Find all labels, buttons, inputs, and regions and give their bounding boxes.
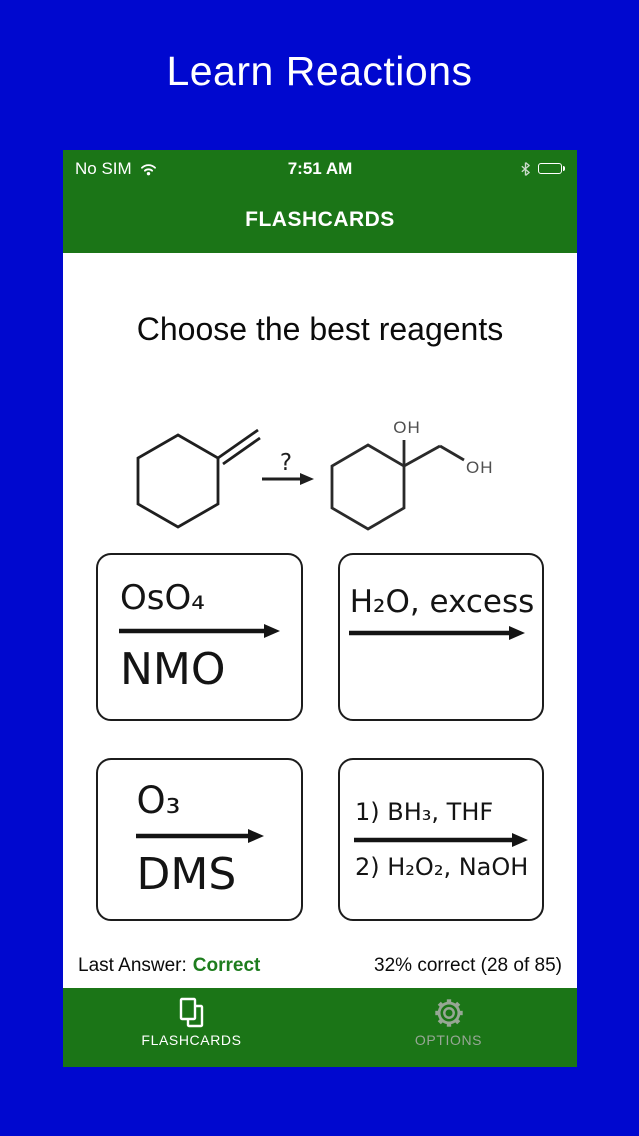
question-mark: ?: [280, 450, 292, 476]
reagent-line-2: [348, 647, 350, 689]
reactant-structure: [136, 428, 261, 529]
reaction-arrow-icon: [348, 626, 525, 641]
wifi-icon: [140, 163, 156, 175]
app-title: Learn Reactions: [166, 48, 473, 94]
content-area: Choose the best reagents ? OH: [63, 253, 577, 988]
answer-grid: OsO₄ NMO H₂O, excess: [96, 553, 544, 921]
tab-flashcards[interactable]: FLASHCARDS: [63, 988, 320, 1067]
hydroxyl-label-right: OH: [466, 458, 494, 477]
phone-screenshot: No SIM 7:51 AM FLASHCARDS Choose the bes…: [63, 150, 577, 1067]
gear-icon: [434, 999, 463, 1027]
product-structure: [330, 440, 465, 531]
answer-button-o3-dms[interactable]: O₃ DMS: [96, 758, 303, 921]
reaction-arrow-icon: [135, 828, 264, 843]
reaction-arrow-icon: [119, 624, 280, 639]
tab-label: FLASHCARDS: [141, 1032, 242, 1048]
tab-bar: FLASHCARDS OPTIONS: [63, 988, 577, 1067]
hydroxyl-label-top: OH: [393, 418, 421, 437]
reagent-line-2: DMS: [136, 848, 237, 900]
reagent-line-1: H₂O, excess: [349, 583, 535, 620]
reagent-line-1: O₃: [136, 779, 181, 823]
battery-icon: [538, 163, 565, 174]
last-answer-value: Correct: [192, 955, 261, 976]
carrier-label: No SIM: [75, 158, 132, 178]
reagent-line-1: OsO₄: [120, 578, 205, 619]
score-text: 32% correct (28 of 85): [374, 955, 562, 976]
last-answer: Last Answer:Correct: [78, 955, 260, 977]
reagent-line-1: 1) BH₃, THF: [355, 797, 494, 826]
tab-label: OPTIONS: [414, 1032, 483, 1048]
nav-bar: FLASHCARDS: [63, 187, 577, 253]
flashcards-icon: [179, 997, 203, 1028]
score-row: Last Answer:Correct 32% correct (28 of 8…: [63, 955, 577, 977]
reaction-arrow-icon: [354, 832, 528, 847]
reagent-line-2: NMO: [120, 644, 226, 696]
reagent-line-2: 2) H₂O₂, NaOH: [355, 852, 529, 881]
reaction-scheme: ? OH OH: [136, 418, 494, 531]
question-prompt: Choose the best reagents: [136, 311, 504, 347]
screen-title: FLASHCARDS: [245, 208, 395, 231]
answer-button-h2o-excess[interactable]: H₂O, excess: [338, 553, 544, 721]
reaction-arrow: [262, 473, 314, 485]
last-answer-label: Last Answer:: [78, 955, 187, 976]
status-bar: No SIM 7:51 AM: [63, 150, 577, 187]
bluetooth-icon: [521, 161, 530, 176]
answer-button-oso4-nmo[interactable]: OsO₄ NMO: [96, 553, 303, 721]
answer-button-bh3-h2o2[interactable]: 1) BH₃, THF 2) H₂O₂, NaOH: [338, 758, 544, 921]
tab-options[interactable]: OPTIONS: [320, 988, 577, 1067]
